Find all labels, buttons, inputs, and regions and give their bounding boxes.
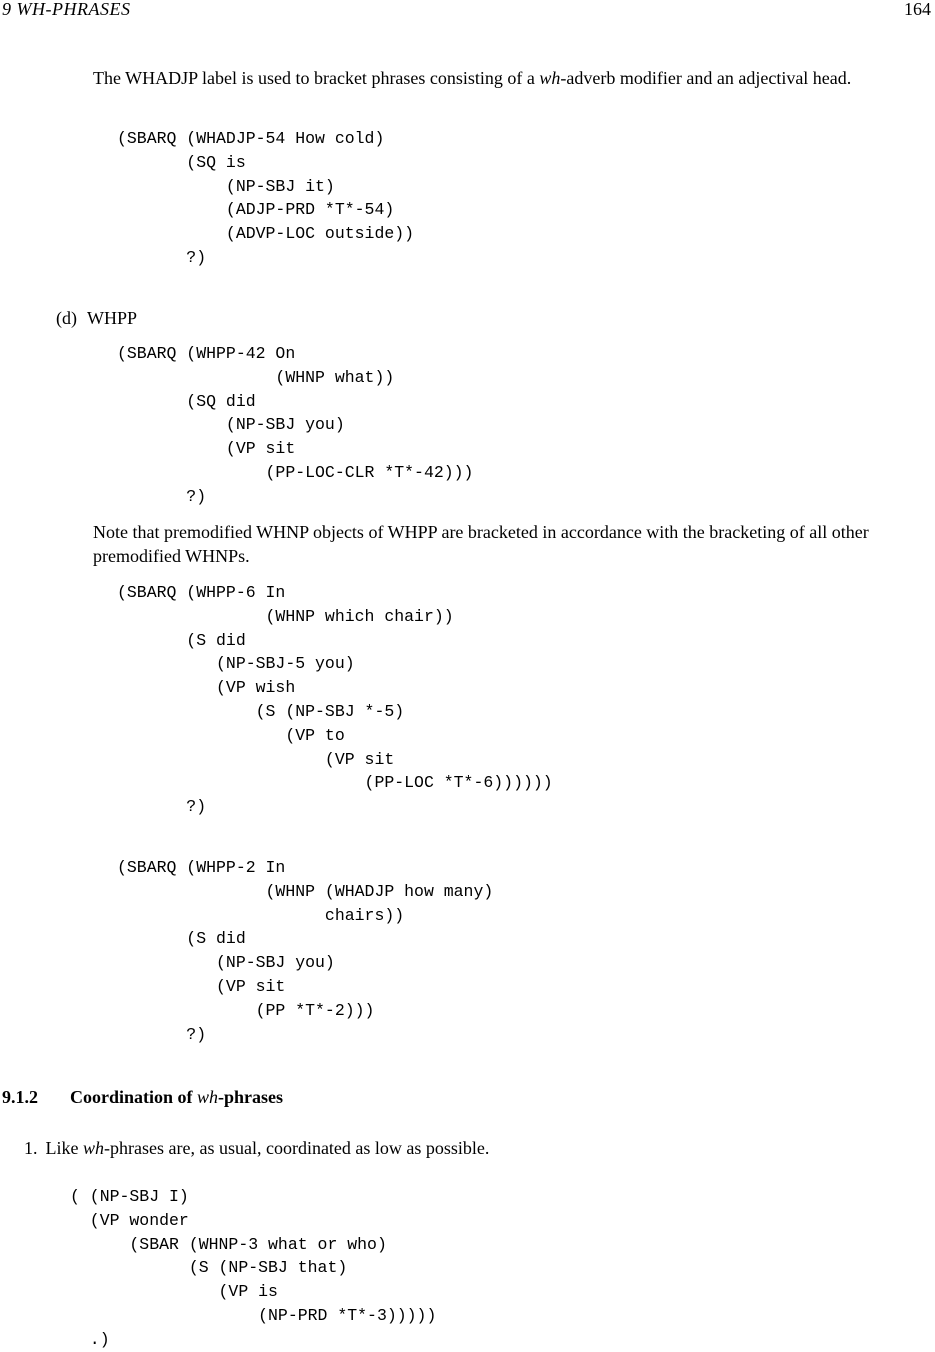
wh-italic: wh <box>539 68 561 88</box>
text: -adverb modifier and an adjectival head. <box>560 68 852 88</box>
paragraph-note: Note that premodified WHNP objects of WH… <box>93 522 869 566</box>
code-example-coordination: ( (NP-SBJ I) (VP wonder (SBAR (WHNP-3 wh… <box>70 1187 437 1349</box>
section-title: Coordination of <box>70 1087 198 1107</box>
code-example-whpp-on: (SBARQ (WHPP-42 On (WHNP what)) (SQ did … <box>117 344 474 506</box>
code-example-whpp-how-many: (SBARQ (WHPP-2 In (WHNP (WHADJP how many… <box>117 858 494 1044</box>
code-example-whpp-in-chair: (SBARQ (WHPP-6 In (WHNP which chair)) (S… <box>117 583 553 817</box>
text: The WHADJP label is used to bracket phra… <box>93 68 540 88</box>
text: -phrases are, as usual, coordinated as l… <box>104 1138 490 1158</box>
list-marker: 1. <box>24 1138 38 1158</box>
list-item-d: (d) WHPP <box>56 306 137 330</box>
list-marker: (d) <box>56 308 77 328</box>
running-header-chapter: 9 WH-PHRASES <box>2 0 131 19</box>
page-number: 164 <box>904 0 931 19</box>
section-number: 9.1.2 <box>2 1087 38 1107</box>
paragraph-whadjp: The WHADJP label is used to bracket phra… <box>93 66 935 90</box>
list-item-1: 1. Like wh-phrases are, as usual, coordin… <box>24 1136 489 1160</box>
list-item-label: WHPP <box>87 308 138 328</box>
section-heading: 9.1.2 Coordination of wh-phrases <box>2 1087 283 1108</box>
wh-italic: wh <box>83 1138 105 1158</box>
code-example-whadjp: (SBARQ (WHADJP-54 How cold) (SQ is (NP-S… <box>117 129 415 267</box>
section-title: -phrases <box>218 1087 284 1107</box>
section-title-wh: wh <box>197 1087 219 1107</box>
text: Like <box>45 1138 83 1158</box>
